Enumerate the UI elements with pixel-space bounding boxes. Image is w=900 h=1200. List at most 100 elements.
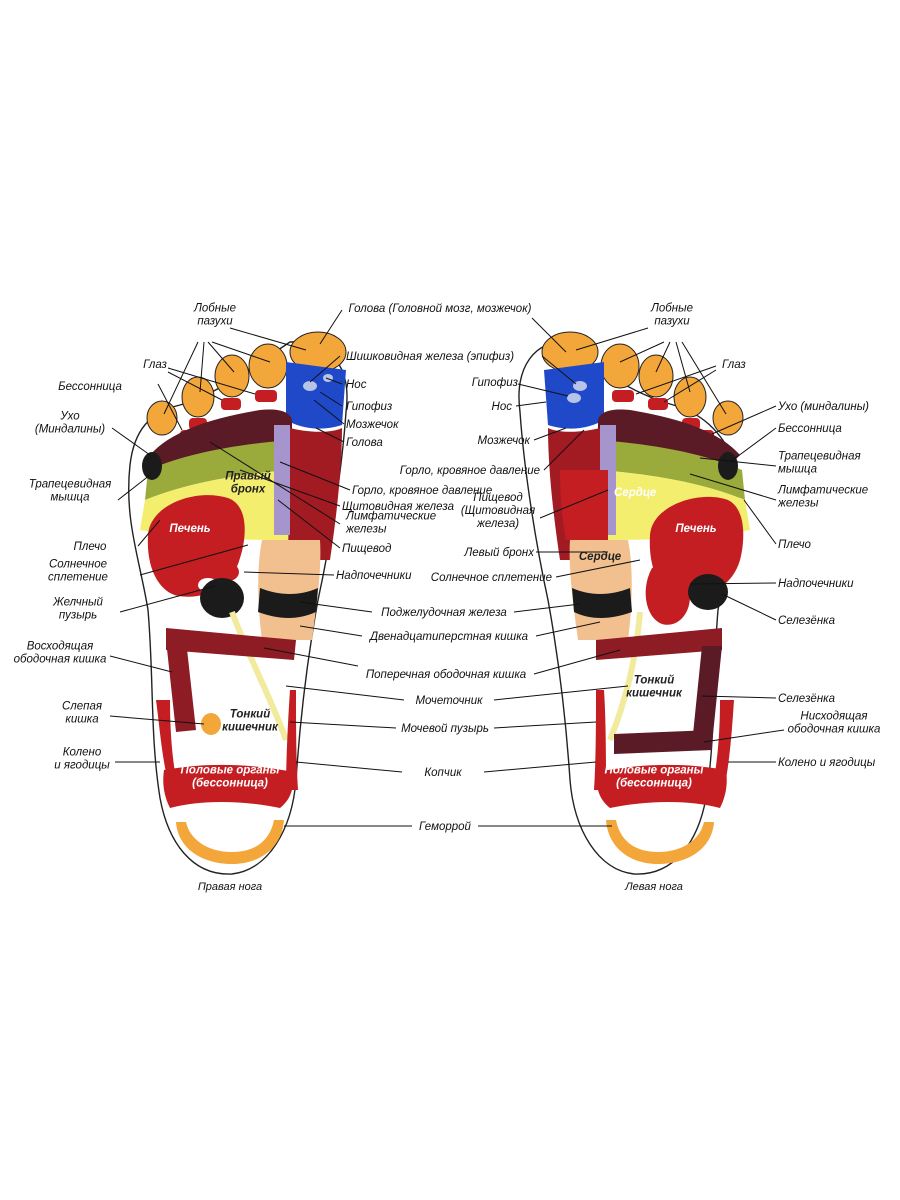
label-shoulder: Плечо <box>778 539 812 551</box>
label-genitals: Половые органы(бессонница) <box>181 765 280 790</box>
label-throat-r: Горло, кровяное давление <box>352 485 492 497</box>
stomach-zone <box>258 540 321 640</box>
label-spleen-2: Селезёнка <box>778 693 835 705</box>
shoulder-spot <box>142 452 162 480</box>
toe-3 <box>214 354 250 398</box>
label-pancreas: Поджелудочная железа <box>381 607 507 619</box>
label-ear: Ухо (миндалины) <box>777 401 869 413</box>
left-foot-toes <box>541 331 744 444</box>
toe-5 <box>712 400 744 436</box>
label-adrenals-r: Надпочечники <box>336 570 412 582</box>
toe-4 <box>673 376 707 418</box>
label-esophagus-r: Пищевод <box>342 543 391 555</box>
label-heart-upper: Сердце <box>614 487 657 499</box>
knee-zone <box>156 700 178 790</box>
trapezius-band <box>598 440 745 500</box>
label-caption: Левая нога <box>624 881 683 893</box>
leader-lines <box>109 309 785 827</box>
label-head-brain: Голова (Головной мозг, мозжечок) <box>349 303 532 315</box>
right-foot <box>127 331 348 875</box>
genitals-zone <box>163 764 294 808</box>
ureter-line <box>607 611 643 742</box>
neck-band <box>150 409 292 470</box>
toe-5 <box>146 400 178 436</box>
knee-zone <box>712 700 734 790</box>
label-ureter: Мочеточник <box>415 695 483 707</box>
toe-2 <box>248 343 288 389</box>
label-pituitary-r: Гипофиз <box>346 401 393 413</box>
pancreas-band <box>572 588 632 618</box>
label-liver: Печень <box>675 523 716 535</box>
eye-spot-2 <box>648 398 668 410</box>
adrenal-red <box>217 563 239 581</box>
eye-spot <box>255 390 277 402</box>
label-ear: Ухо(Миндалины) <box>35 411 105 436</box>
label-adrenals: Надпочечники <box>778 578 854 590</box>
label-left-bronchus: Левый бронх <box>463 547 535 559</box>
label-heart-lower: Сердце <box>579 551 622 563</box>
knee-zone-inner <box>594 690 606 790</box>
toe-4 <box>181 376 215 418</box>
label-bladder: Мочевой пузырь <box>401 723 489 735</box>
neck-band <box>598 409 740 470</box>
label-thyroid-r: Щитовидная железа <box>342 501 454 513</box>
label-throat-l: Горло, кровяное давление <box>400 465 540 477</box>
label-insomnia: Бессонница <box>778 423 842 435</box>
label-pineal: Шишковидная железа (эпифиз) <box>346 351 514 363</box>
label-spleen-1: Селезёнка <box>778 615 835 627</box>
label-cerebellum-l: Мозжечок <box>477 435 530 447</box>
pancreas-band <box>258 588 318 618</box>
label-liver: Печень <box>169 523 210 535</box>
cecum <box>201 713 221 735</box>
genitals-zone <box>596 764 727 808</box>
knee-zone-inner <box>286 690 298 790</box>
transverse-colon <box>596 628 722 660</box>
toe-2 <box>600 343 640 389</box>
label-caption: Правая нога <box>198 881 262 893</box>
eye-spot-2 <box>221 398 241 410</box>
label-shoulder: Плечо <box>74 541 108 553</box>
descending-colon <box>692 646 722 744</box>
toe-3 <box>638 354 674 398</box>
pineal-dot <box>303 381 317 391</box>
label-knee: Колено и ягодицы <box>778 757 876 769</box>
pituitary-dot <box>567 393 581 403</box>
label-nose-r: Нос <box>346 379 367 391</box>
trapezius-band <box>145 440 292 500</box>
ascending-colon <box>166 640 196 732</box>
sigmoid-colon <box>614 730 712 754</box>
adrenal-black <box>688 574 728 610</box>
eye-spot <box>612 390 634 402</box>
esophagus-strip <box>274 425 290 535</box>
label-coccyx: Копчик <box>424 767 462 779</box>
pituitary-dot <box>323 374 333 382</box>
adrenal-black <box>200 578 244 618</box>
label-cerebellum-r: Мозжечок <box>346 419 399 431</box>
label-hemorrhoids: Геморрой <box>419 821 471 833</box>
label-solar-plexus-l: Солнечное сплетение <box>431 572 552 584</box>
spleen <box>645 565 690 625</box>
transverse-colon <box>166 628 296 660</box>
throat-zone <box>288 428 342 560</box>
label-duodenum: Двенадцатиперстная кишка <box>368 631 528 643</box>
ureter-line <box>229 610 289 741</box>
heart-upper <box>560 470 608 540</box>
label-eye: Глаз <box>722 359 746 371</box>
label-transverse-colon: Поперечная ободочная кишка <box>366 669 526 681</box>
hemorrhoid-arc <box>606 820 714 864</box>
pineal-dot <box>573 381 587 391</box>
